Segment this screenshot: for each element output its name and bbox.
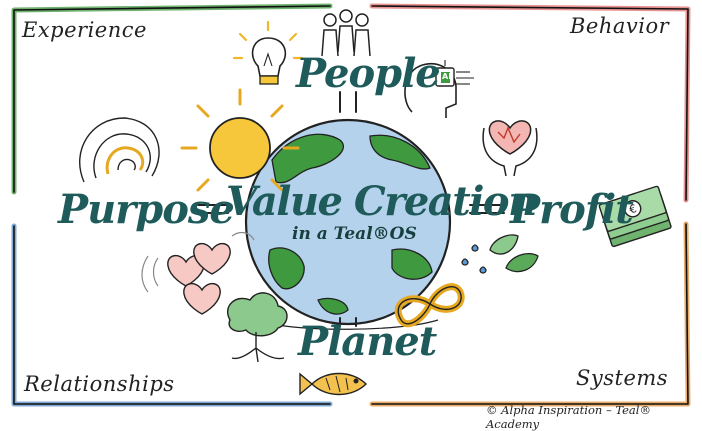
value-creation-diagram: €	[11, 3, 691, 431]
connector-lines	[197, 91, 505, 327]
lightbulb-icon	[232, 20, 304, 85]
fish-icon	[299, 372, 367, 396]
relationships-label: Relationships	[24, 372, 175, 396]
ai-head-icon	[404, 60, 474, 118]
svg-text:€: €	[628, 202, 639, 217]
experience-label: Experience	[22, 18, 147, 42]
leaves-water-icon	[461, 234, 539, 274]
purpose-label: Purpose	[58, 186, 235, 233]
purpose-circles-icon	[79, 117, 160, 183]
people-label: People	[296, 50, 441, 97]
heart-hands-icon	[482, 120, 538, 177]
money-stack-icon: €	[598, 185, 672, 248]
diagram-graphics: €	[11, 3, 691, 407]
credit-text: © Alpha Inspiration – Teal® Academy	[486, 403, 651, 431]
sun-icon	[180, 88, 300, 192]
ai-chip-label: AI	[442, 72, 452, 81]
systems-label: Systems	[576, 366, 669, 390]
hearts-icon	[141, 231, 255, 315]
profit-label: Profit	[510, 186, 634, 233]
tree-icon	[227, 292, 288, 363]
globe-icon	[244, 118, 452, 326]
quadrant-frames	[11, 3, 691, 407]
planet-label: Planet	[298, 318, 437, 365]
people-group-icon	[321, 9, 371, 57]
center-subtitle: in a Teal®OS	[292, 224, 417, 244]
infinity-icon	[394, 283, 465, 328]
center-title: Value Creation	[226, 178, 537, 225]
behavior-label: Behavior	[570, 14, 670, 38]
